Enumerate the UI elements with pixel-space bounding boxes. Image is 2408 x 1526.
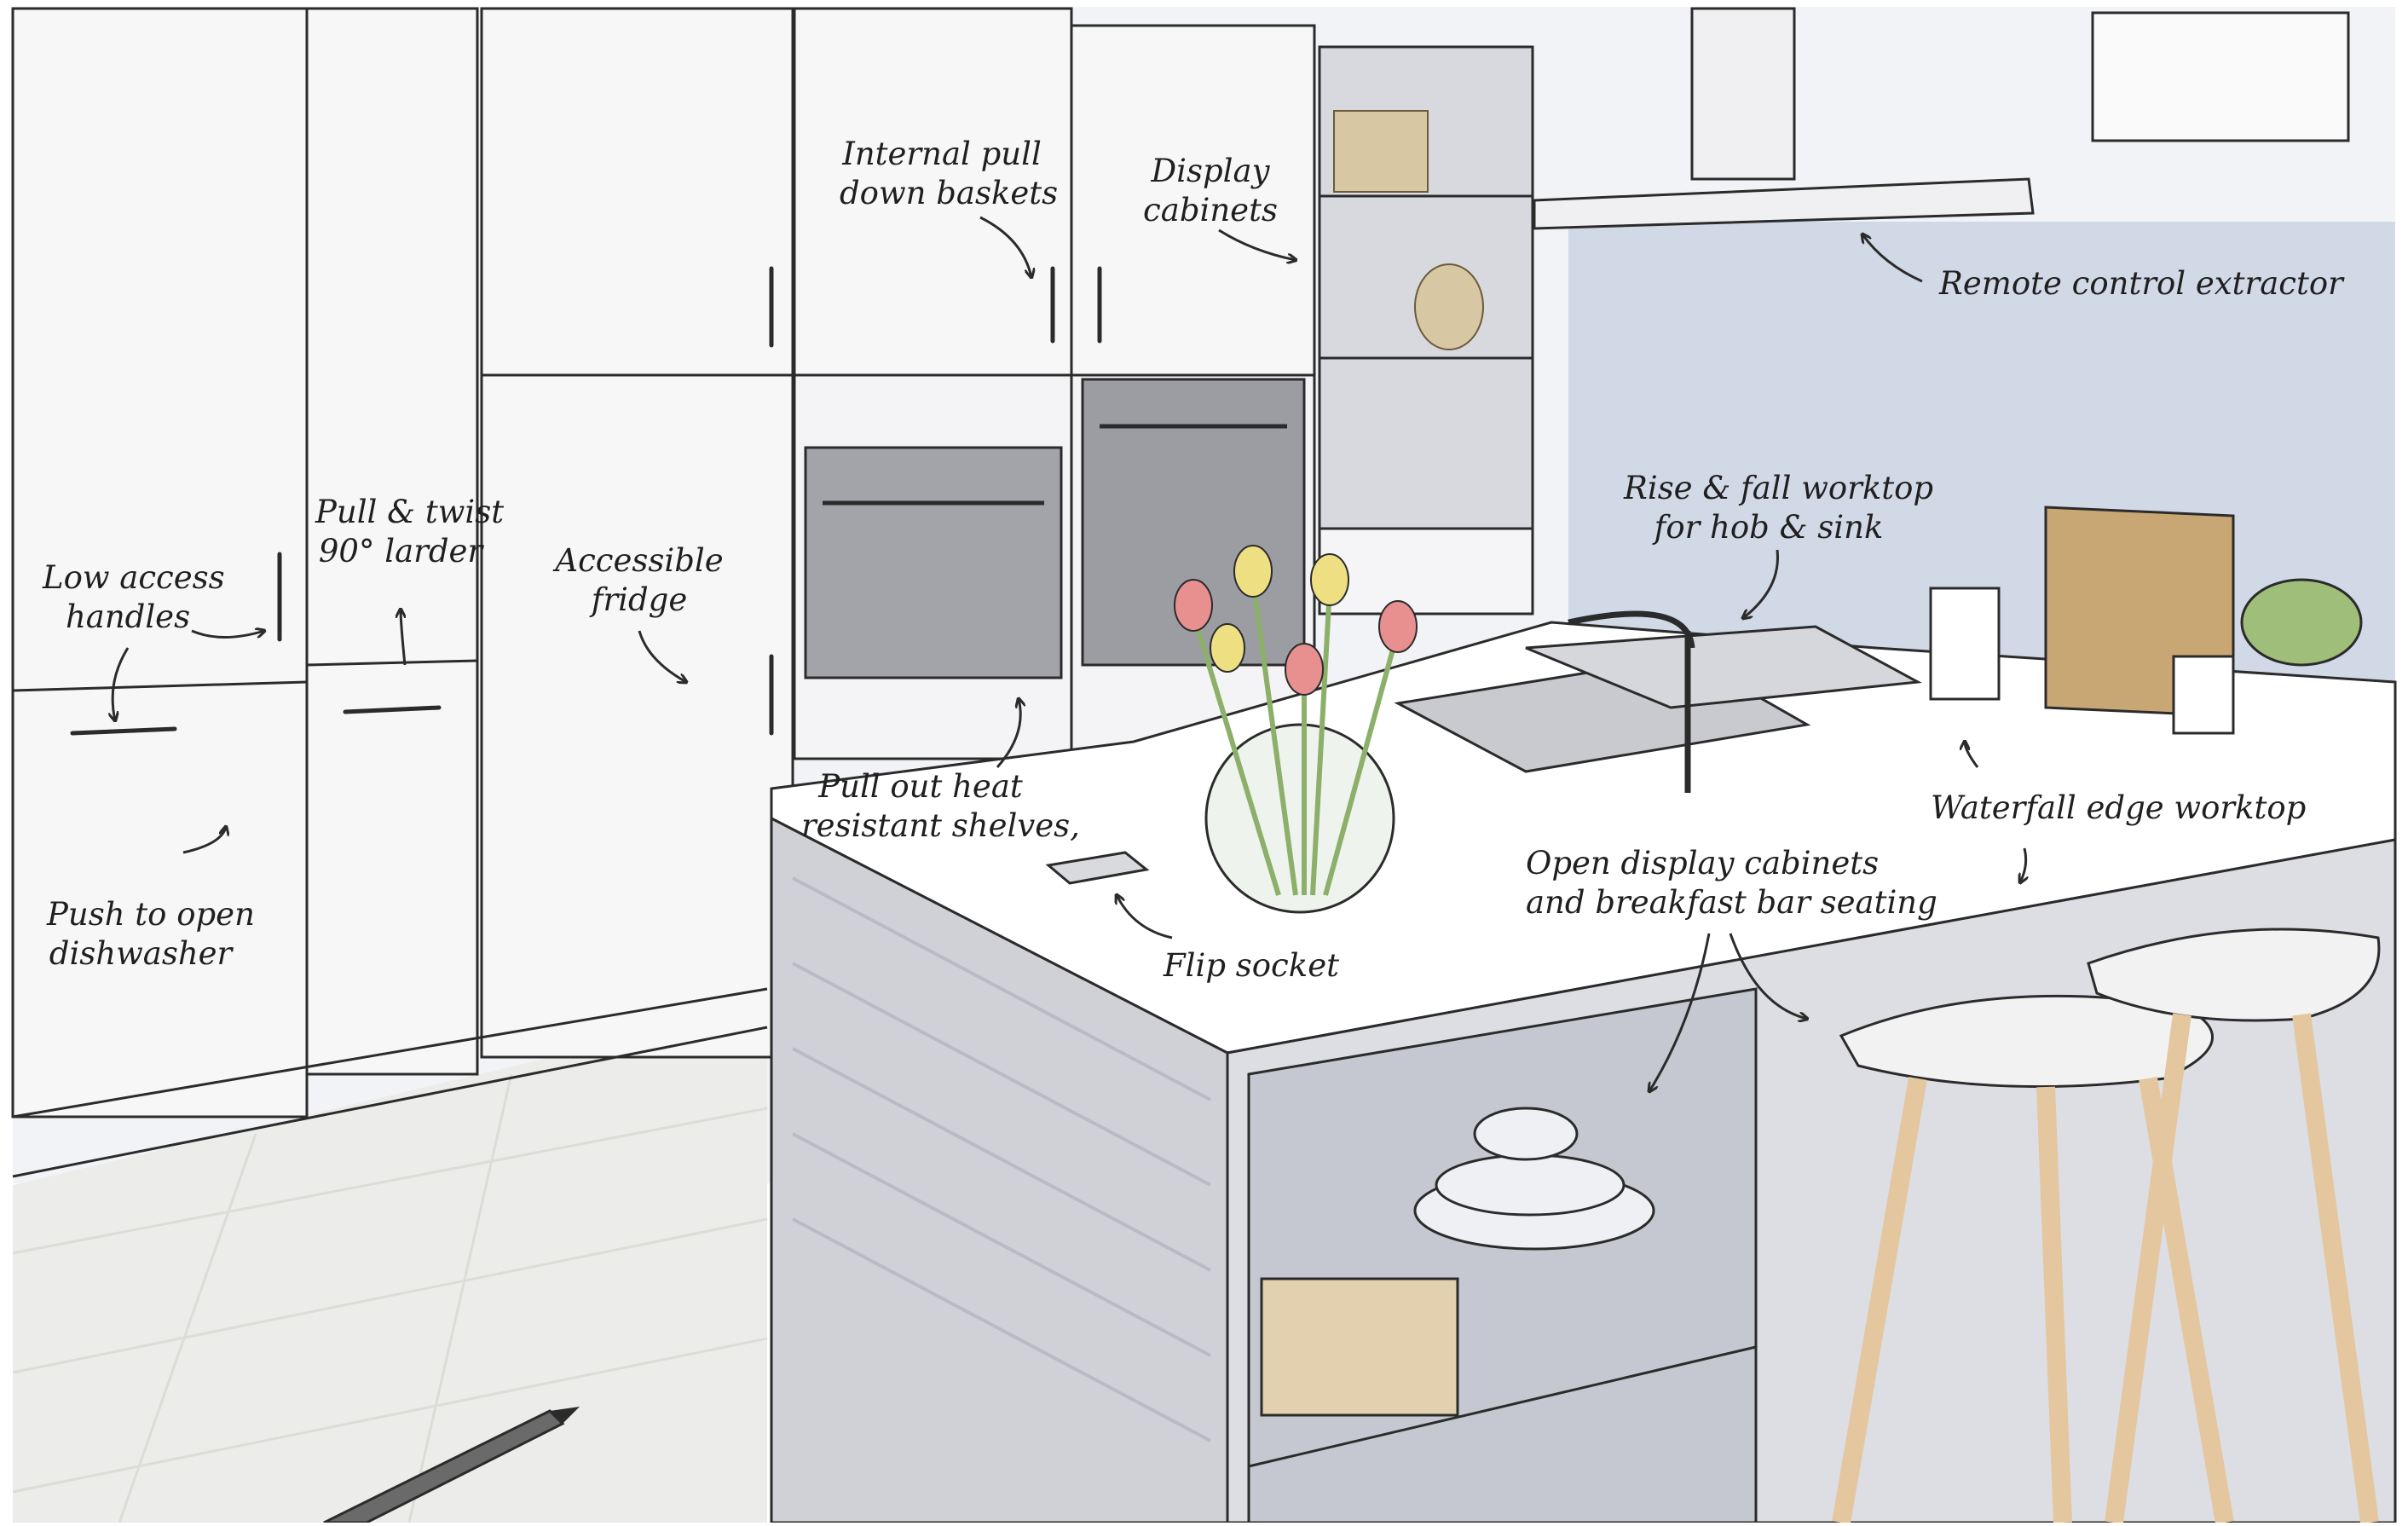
label-flip-socket: Flip socket bbox=[1164, 946, 1334, 986]
label-extractor: Remote control extractor bbox=[1939, 264, 2280, 303]
label-waterfall: Waterfall edge worktop bbox=[1931, 789, 2238, 828]
